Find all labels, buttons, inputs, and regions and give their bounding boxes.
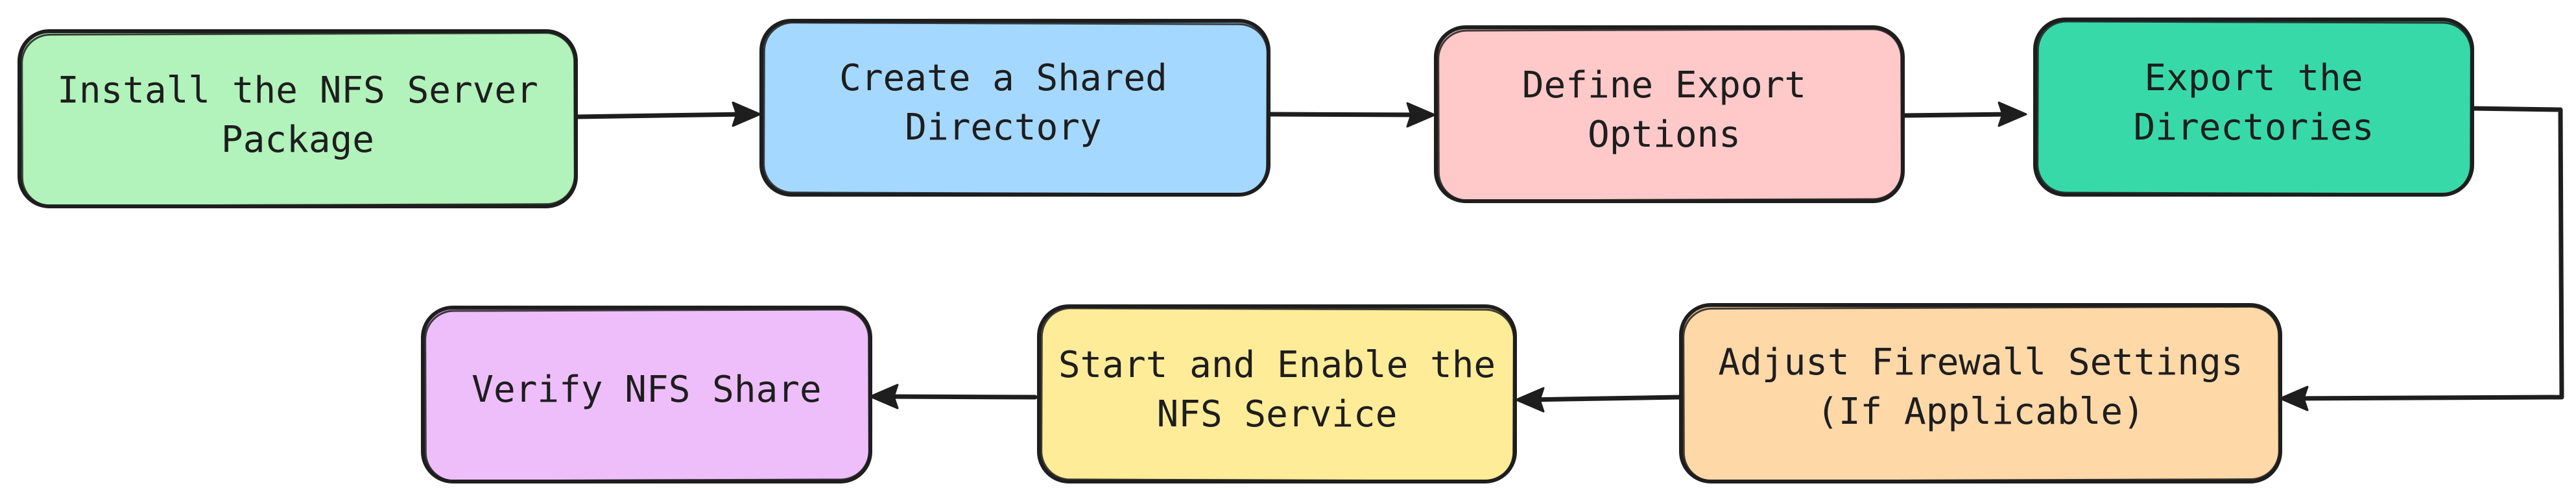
node-box bbox=[1434, 25, 1905, 203]
node-start-enable-nfs-service: Start and Enable the NFS Service bbox=[1037, 304, 1517, 483]
node-label-line-1: Define Export bbox=[1522, 64, 1806, 106]
node-box-outline bbox=[1040, 307, 1515, 482]
node-box-outline bbox=[1437, 28, 1903, 202]
node-define-export-options: Define Export Options bbox=[1434, 25, 1905, 203]
edge-export-to-firewall bbox=[2279, 106, 2564, 411]
edge-install-to-create bbox=[573, 101, 761, 127]
arrowhead bbox=[869, 384, 899, 409]
node-box bbox=[2033, 18, 2474, 197]
node-box-outline bbox=[1682, 306, 2280, 482]
node-box bbox=[1037, 304, 1517, 483]
node-box-outline bbox=[21, 32, 576, 207]
arrowhead bbox=[1998, 101, 2027, 127]
node-create-shared-directory: Create a Shared Directory bbox=[759, 19, 1270, 197]
node-box-outline bbox=[763, 21, 1269, 195]
node-label-line-1: Start and Enable the bbox=[1058, 344, 1496, 386]
arrowhead bbox=[1406, 102, 1436, 128]
arrowhead bbox=[732, 101, 761, 127]
node-label-line-2: Directories bbox=[2134, 106, 2374, 149]
node-label-line-1: Verify NFS Share bbox=[471, 369, 821, 411]
node-label-line-2: Package bbox=[221, 119, 374, 161]
node-label-line-2: Options bbox=[1588, 114, 1741, 156]
node-label-line-2: NFS Service bbox=[1157, 393, 1398, 435]
connectors bbox=[573, 101, 2564, 413]
node-box bbox=[421, 306, 872, 483]
arrowhead bbox=[1515, 387, 1545, 413]
node-label-line-1: Install the NFS Server bbox=[57, 69, 538, 112]
edge-start-to-verify bbox=[869, 384, 1038, 409]
node-box-outline bbox=[424, 308, 870, 482]
node-box bbox=[759, 19, 1270, 197]
edge-firewall-to-start bbox=[1515, 387, 1682, 413]
node-box bbox=[1679, 303, 2282, 483]
node-box-outline bbox=[2036, 20, 2472, 195]
node-export-directories: Export the Directories bbox=[2033, 18, 2474, 197]
node-box bbox=[18, 29, 578, 208]
node-install-nfs-server-package: Install the NFS Server Package bbox=[18, 29, 578, 208]
node-label-line-1: Create a Shared bbox=[839, 57, 1167, 99]
edge-create-to-define bbox=[1266, 102, 1436, 128]
node-adjust-firewall-settings: Adjust Firewall Settings (If Applicable) bbox=[1679, 303, 2282, 483]
node-label-line-1: Adjust Firewall Settings bbox=[1718, 341, 2243, 384]
arrowhead bbox=[2279, 385, 2309, 411]
node-label-line-2: (If Applicable) bbox=[1817, 391, 2145, 433]
node-label-line-2: Directory bbox=[905, 106, 1101, 149]
node-label-line-1: Export the bbox=[2144, 57, 2363, 99]
node-verify-nfs-share: Verify NFS Share bbox=[421, 306, 872, 483]
edge-define-to-export bbox=[1900, 101, 2027, 127]
